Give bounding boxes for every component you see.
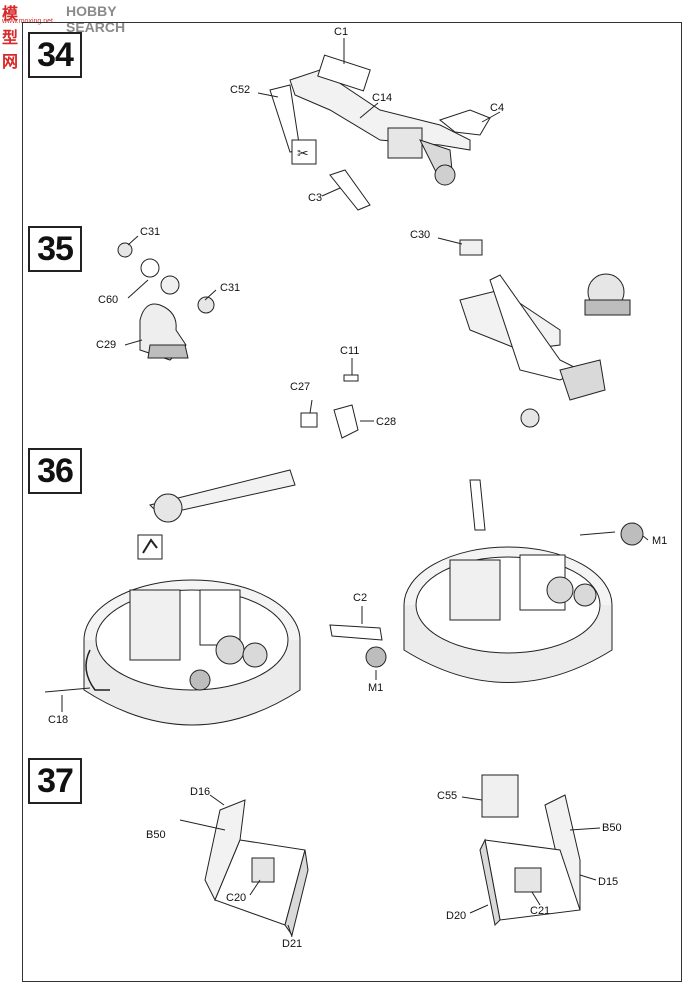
part-label-c18: C18 xyxy=(48,714,69,726)
part-label-c52: C52 xyxy=(230,84,251,96)
part-label-d21: D21 xyxy=(282,938,303,950)
part-label-c28: C28 xyxy=(376,416,397,428)
part-label-c29: C29 xyxy=(96,339,117,351)
watermark-en: HOBBY SEARCH xyxy=(66,3,126,35)
part-label-c3: C3 xyxy=(308,192,323,204)
part-label-c21: C21 xyxy=(530,905,551,917)
glue-and-cut-icon: ✂ xyxy=(297,146,309,162)
part-label-c4: C4 xyxy=(490,102,505,114)
instruction-page-frame xyxy=(22,22,682,982)
part-label-c14: C14 xyxy=(372,92,393,104)
part-label-c55: C55 xyxy=(437,790,458,802)
part-label-d15: D15 xyxy=(598,876,619,888)
step36-assembly xyxy=(44,469,649,726)
part-label-c1: C1 xyxy=(334,26,349,38)
part-label-c31-upper: C31 xyxy=(140,226,161,238)
part-label-c30: C30 xyxy=(410,229,431,241)
watermark-url: www.moxing.net xyxy=(2,18,53,25)
step-35-number: 35 xyxy=(28,226,82,272)
step34-assembly: ✂ xyxy=(257,38,501,211)
part-label-c31-lower: C31 xyxy=(220,282,241,294)
step37-assembly xyxy=(179,774,601,938)
part-label-b50-left: B50 xyxy=(146,829,166,841)
step-34-number: 34 xyxy=(28,32,82,78)
step-36-number: 36 xyxy=(28,448,82,494)
part-label-c2: C2 xyxy=(353,592,368,604)
step35-assembly xyxy=(117,235,631,439)
part-label-c11: C11 xyxy=(340,345,360,357)
part-label-d16: D16 xyxy=(190,786,211,798)
step-37-number: 37 xyxy=(28,758,82,804)
part-label-c27: C27 xyxy=(290,381,311,393)
part-label-d20: D20 xyxy=(446,910,467,922)
part-label-m1-right: M1 xyxy=(652,535,668,547)
watermark-cn: 模型网 xyxy=(2,4,20,71)
part-label-c60: C60 xyxy=(98,294,119,306)
part-label-m1-left: M1 xyxy=(368,682,384,694)
part-label-b50-right: B50 xyxy=(602,822,622,834)
part-label-c20: C20 xyxy=(226,892,247,904)
